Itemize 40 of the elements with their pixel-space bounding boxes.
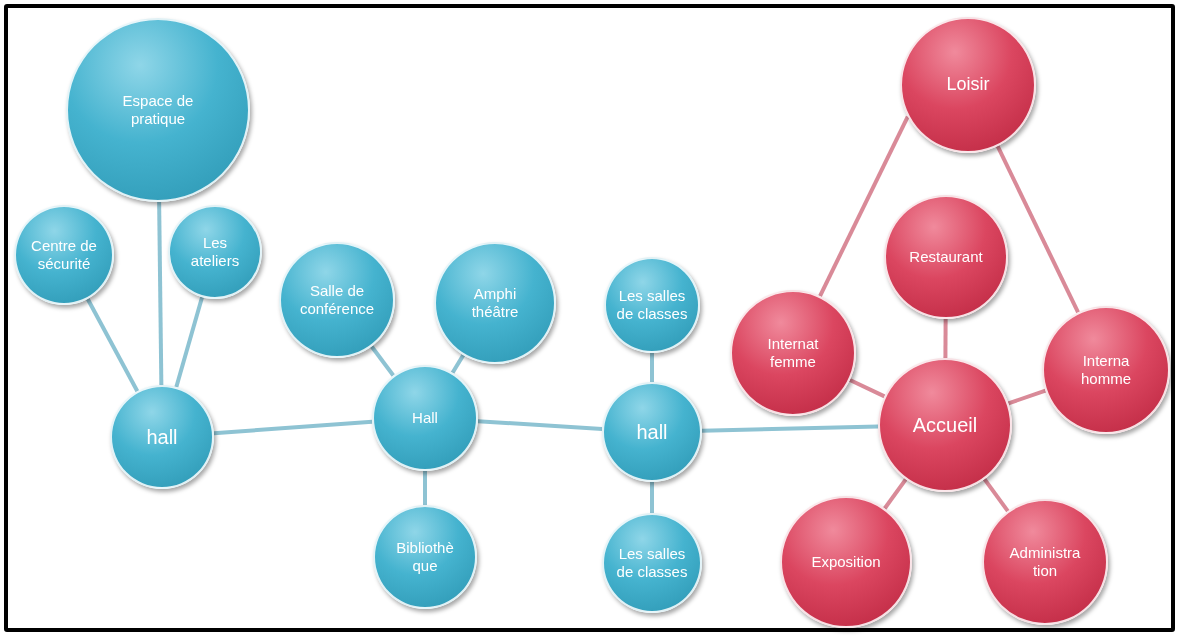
connector-line: [849, 378, 886, 399]
connector-line: [213, 419, 373, 436]
connector-line: [650, 482, 654, 513]
node-label: Les salles de classes: [615, 545, 689, 581]
circle-node: [168, 205, 262, 299]
node-label: Les salles de classes: [615, 287, 689, 323]
node-label: Internat femme: [766, 335, 820, 371]
node-label: Salle de conférence: [298, 282, 376, 318]
node-label: Interna homme: [1080, 352, 1132, 388]
connector-line: [650, 353, 654, 382]
node-label: Espace de pratique: [121, 92, 195, 128]
connector-line: [995, 145, 1080, 314]
connector-line: [943, 319, 948, 358]
node-label: hall: [146, 425, 178, 449]
connector-line: [370, 345, 395, 377]
node-label: Loisir: [946, 74, 990, 96]
node-label: Administra tion: [1008, 544, 1082, 580]
node-label: Accueil: [912, 413, 978, 437]
connector-line: [477, 419, 603, 431]
connector-line: [883, 478, 908, 510]
node-label: Bibliothè que: [395, 539, 455, 575]
connector-line: [818, 115, 910, 297]
node-label: Amphi théâtre: [470, 285, 520, 321]
circle-node: [110, 385, 214, 489]
connector-line: [1007, 388, 1047, 406]
circle-node: [900, 17, 1036, 153]
node-label: hall: [636, 420, 668, 444]
node-label: Exposition: [811, 553, 881, 571]
connector-line: [85, 298, 140, 393]
connector-line: [423, 471, 427, 505]
connector-line: [450, 354, 465, 374]
node-label: Les ateliers: [189, 234, 241, 270]
connector-line: [701, 424, 879, 433]
node-label: Hall: [412, 409, 438, 427]
connector-line: [157, 201, 164, 386]
connector-line: [982, 477, 1010, 513]
circle-node: [372, 365, 478, 471]
node-label: Restaurant: [909, 248, 983, 266]
connector-line: [174, 296, 204, 388]
node-label: Centre de sécurité: [30, 237, 98, 273]
